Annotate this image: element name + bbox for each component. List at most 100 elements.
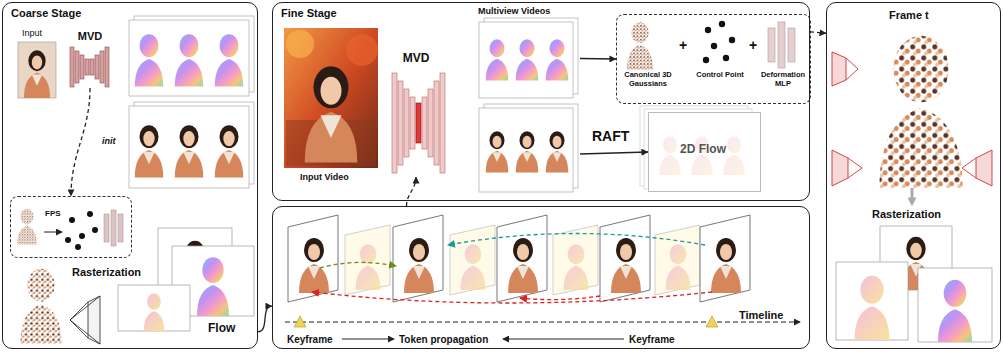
node-text: Keyframe <box>287 334 333 346</box>
timeline-arrow <box>285 316 800 339</box>
edge-label: Flow <box>206 322 237 336</box>
render-outputs <box>197 257 229 316</box>
timeline-arrow <box>294 316 306 327</box>
node-text: Coarse Stage <box>11 7 81 20</box>
sampling-box: FPS <box>10 196 132 258</box>
deformation-parts <box>719 21 725 27</box>
token-arcs <box>312 292 712 303</box>
multiview-frames <box>479 108 573 192</box>
flow-frame-sequence <box>450 225 495 295</box>
connector-arrow <box>407 177 417 206</box>
flow-frame-sequence <box>564 244 589 290</box>
timeline-arrow <box>706 316 718 327</box>
fps-illustration <box>92 227 98 233</box>
rgb-views <box>175 125 204 177</box>
rgb-frame-sequence <box>288 215 338 302</box>
rgb-frame-sequence <box>700 215 750 302</box>
token-arcs <box>520 296 600 300</box>
node-text: MVD <box>386 52 446 66</box>
input-image <box>18 42 56 98</box>
representation-box: Canonical 3D Gaussians+Control Point+Def… <box>616 14 811 104</box>
mvd-network <box>105 47 109 87</box>
multiview-frames <box>479 18 578 192</box>
node-text: Timeline <box>739 309 783 322</box>
fps-illustration <box>87 211 93 217</box>
node-text: Multiview Videos <box>478 6 550 16</box>
node-text: Control Point <box>693 71 747 80</box>
stage-panel: Fine StageMVDMultiview VideosCanonical 3… <box>272 2 810 201</box>
flow-frames <box>648 112 756 192</box>
input-video <box>346 34 378 66</box>
rgb-frame-sequence <box>600 215 650 302</box>
camera <box>846 69 858 80</box>
deformation-parts <box>703 21 735 63</box>
rgb-views <box>215 125 244 177</box>
mvd-network <box>428 89 433 157</box>
gaussian-figure <box>880 36 963 188</box>
stage-panel: Frame t <box>826 2 1001 349</box>
down-arrow <box>911 188 914 203</box>
mvd-network <box>416 103 421 143</box>
stage-panel: Coarse StageMVD FPS <box>2 2 258 349</box>
gaussian-figure <box>21 269 62 344</box>
connector-arrow <box>580 58 616 60</box>
flow-frame-sequence <box>655 225 700 295</box>
camera <box>832 52 992 186</box>
mvd-network <box>70 47 74 87</box>
multiview-frames <box>486 39 509 80</box>
normal-views <box>135 34 164 86</box>
deformation-parts <box>778 22 785 68</box>
mvd-network <box>422 97 427 149</box>
flow-frames <box>660 137 681 176</box>
node-text: MVD <box>66 30 114 43</box>
camera <box>70 296 100 344</box>
camera <box>848 168 862 178</box>
multiview-frames <box>516 39 539 80</box>
camera <box>70 320 88 338</box>
step-label: Rasterization <box>72 266 141 279</box>
fps-illustration <box>111 210 116 246</box>
flow-frame-sequence <box>553 225 598 295</box>
mvd-network <box>95 55 99 79</box>
render-outputs <box>836 262 908 340</box>
input-video <box>284 28 378 168</box>
gaussian-figure <box>21 269 62 344</box>
mvd-network <box>75 51 79 83</box>
rgb-views <box>129 102 254 188</box>
input-image <box>18 42 56 98</box>
timeline-arrow <box>285 321 800 322</box>
camera <box>848 158 862 168</box>
render-outputs <box>144 293 165 331</box>
node-text: + <box>679 37 687 53</box>
edge-label: init <box>100 136 118 146</box>
rgb-frame-sequence <box>288 215 750 302</box>
edge-label: RAFT <box>590 128 631 144</box>
multiview-frames <box>486 131 509 172</box>
flow-frames <box>724 137 745 176</box>
normal-views <box>175 34 204 86</box>
flow-frame-sequence <box>666 244 691 290</box>
node-text: Keyframe <box>629 334 675 346</box>
camera <box>962 168 976 178</box>
node-text: + <box>749 37 757 53</box>
fps-illustration <box>75 244 81 250</box>
rgb-frame-sequence <box>611 238 641 293</box>
fps-illustration <box>65 211 98 250</box>
fps-illustration <box>17 209 123 250</box>
token-arcs <box>448 234 705 246</box>
input-image <box>24 50 50 98</box>
rgb-frame-sequence <box>393 215 443 302</box>
deformation-parts <box>729 37 735 43</box>
rgb-frame-sequence <box>497 215 547 302</box>
rgb-frame-sequence <box>404 238 434 293</box>
normal-views <box>215 34 244 86</box>
render-outputs <box>938 280 972 342</box>
input-video <box>284 28 378 168</box>
rgb-frame-sequence <box>508 238 538 293</box>
deformation-parts <box>705 27 711 33</box>
flow-frames <box>640 106 756 192</box>
network-block: MVD <box>386 52 446 177</box>
fps-illustration <box>104 210 123 246</box>
connector-arrow <box>71 88 90 196</box>
